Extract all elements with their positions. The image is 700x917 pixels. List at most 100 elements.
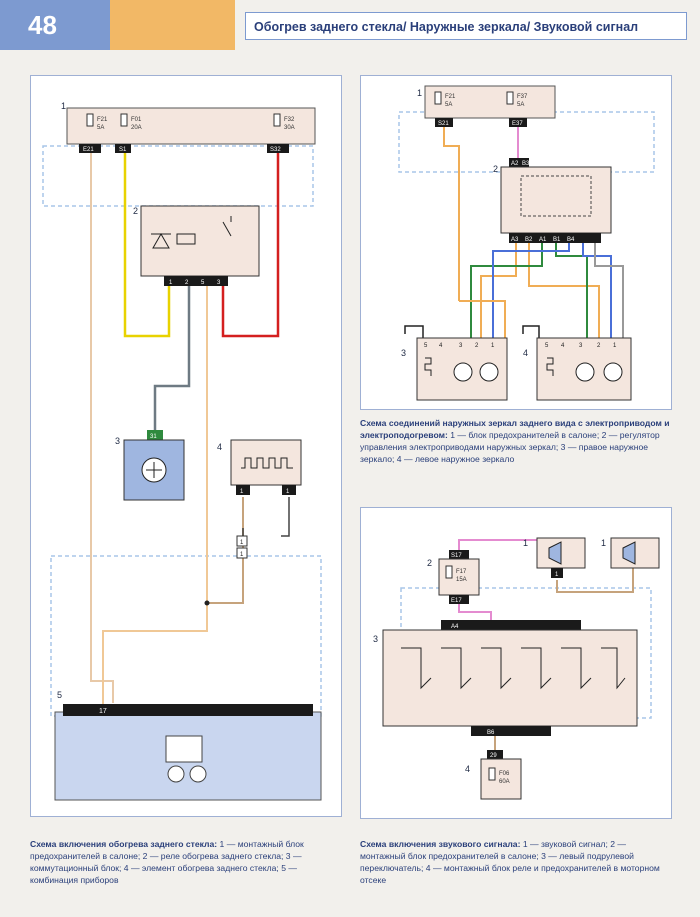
diode-icon [152,232,170,249]
svg-text:5: 5 [424,343,428,349]
svg-text:3: 3 [401,348,406,358]
fuse-icon [488,767,496,781]
mirrors-diagram: 1 F21 5A F37 5A S21 E37 2 A2 B3 A3 B2 A1… [398,85,655,401]
svg-text:20A: 20A [131,125,142,131]
svg-text:B4: B4 [567,237,575,243]
svg-text:F01: F01 [131,117,142,123]
cluster-display [165,735,203,763]
wire-green [555,241,588,338]
caption-mirrors: Схема соединений наружных зеркал заднего… [360,418,670,464]
svg-text:2: 2 [475,343,479,349]
svg-text:S21: S21 [438,121,449,127]
junction-dot [204,600,210,606]
svg-text:2: 2 [493,164,498,174]
svg-text:S32: S32 [270,147,281,153]
cluster-connector [63,704,313,716]
svg-text:1: 1 [613,343,617,349]
svg-text:4: 4 [465,764,470,774]
wire-gray [153,281,191,430]
svg-text:1: 1 [523,538,528,548]
svg-text:A4: A4 [451,624,459,630]
svg-text:B3: B3 [522,161,530,167]
wire-orange [102,281,208,711]
horn-icon [622,541,636,565]
svg-text:F21: F21 [97,117,108,123]
motor-icon [453,362,473,382]
svg-text:3: 3 [115,436,120,446]
fuse-box [424,85,556,119]
horn-icon [548,541,562,565]
wire-red [221,153,280,338]
svg-text:17: 17 [99,708,107,715]
svg-text:F17: F17 [456,569,467,575]
svg-text:4: 4 [439,343,443,349]
svg-text:1: 1 [286,489,290,495]
svg-text:15A: 15A [456,577,467,583]
motor-icon [575,362,595,382]
ground-wire [522,325,540,338]
heater-pin [282,485,296,495]
svg-text:4: 4 [523,348,528,358]
svg-text:2: 2 [133,206,138,216]
pin-s32 [267,144,289,153]
wire-ground [281,497,290,537]
svg-text:F37: F37 [517,94,528,100]
svg-text:E17: E17 [451,598,462,604]
svg-text:5: 5 [201,280,205,286]
caption-rear-heater: Схема включения обогрева заднего стекла:… [30,839,304,885]
relay-connector [164,276,228,286]
wire-tan [90,153,114,703]
pin-s1 [115,144,131,153]
svg-text:F06: F06 [499,771,510,777]
page-title: Обогрев заднего стекла/ Наружные зеркала… [245,12,687,40]
svg-text:2: 2 [597,343,601,349]
svg-text:A1: A1 [539,237,547,243]
heater-pin [236,485,250,495]
svg-text:E21: E21 [83,147,94,153]
heater-icon [424,357,432,376]
wire-tan [556,568,634,593]
svg-text:1: 1 [555,572,559,578]
svg-text:5: 5 [57,690,62,700]
fuse-icon [506,91,514,105]
pin-31 [147,430,163,440]
svg-text:2: 2 [185,280,189,286]
svg-text:A3: A3 [511,237,519,243]
fuse-icon [445,565,453,579]
motor-icon [479,362,499,382]
svg-text:3: 3 [217,280,221,286]
svg-text:1: 1 [417,88,422,98]
svg-text:S17: S17 [451,553,462,559]
wire-yellow [123,153,171,338]
gauge-icon [167,765,185,783]
caption-horn: Схема включения звукового сигнала: 1 — з… [360,839,660,885]
gauge-icon [189,765,207,783]
svg-text:1: 1 [240,552,244,558]
fuse-icon [120,113,128,127]
svg-text:4: 4 [561,343,565,349]
rear-heater-diagram: 1 F21 5A F01 20A F32 30A E21 S1 S32 2 1 … [42,101,322,801]
svg-text:4: 4 [217,442,222,452]
svg-text:3: 3 [459,343,463,349]
relay-box [480,758,522,800]
fuse-icon [273,113,281,127]
ground-wire [404,325,424,338]
horn-diagram: 2 S17 F17 15A E17 1 1 1 3 A4 B6 4 29 F06… [373,537,660,800]
svg-text:B2: B2 [525,237,533,243]
panel-mirrors: 1 F21 5A F37 5A S21 E37 2 A2 B3 A3 B2 A1… [360,75,672,410]
svg-text:60A: 60A [499,779,510,785]
switch-block [123,439,185,501]
svg-text:5A: 5A [445,102,452,108]
svg-text:B6: B6 [487,730,495,736]
header-accent [110,0,235,50]
pin-e21 [79,144,101,153]
svg-text:3: 3 [579,343,583,349]
ghost-outline [42,145,314,207]
svg-text:B1: B1 [553,237,561,243]
panel-horn: 2 S17 F17 15A E17 1 1 1 3 A4 B6 4 29 F06… [360,507,672,819]
relay-coil-icon [176,233,196,245]
svg-text:3: 3 [373,634,378,644]
svg-text:1: 1 [240,489,244,495]
heater-icon [241,457,293,469]
motor-icon [603,362,623,382]
